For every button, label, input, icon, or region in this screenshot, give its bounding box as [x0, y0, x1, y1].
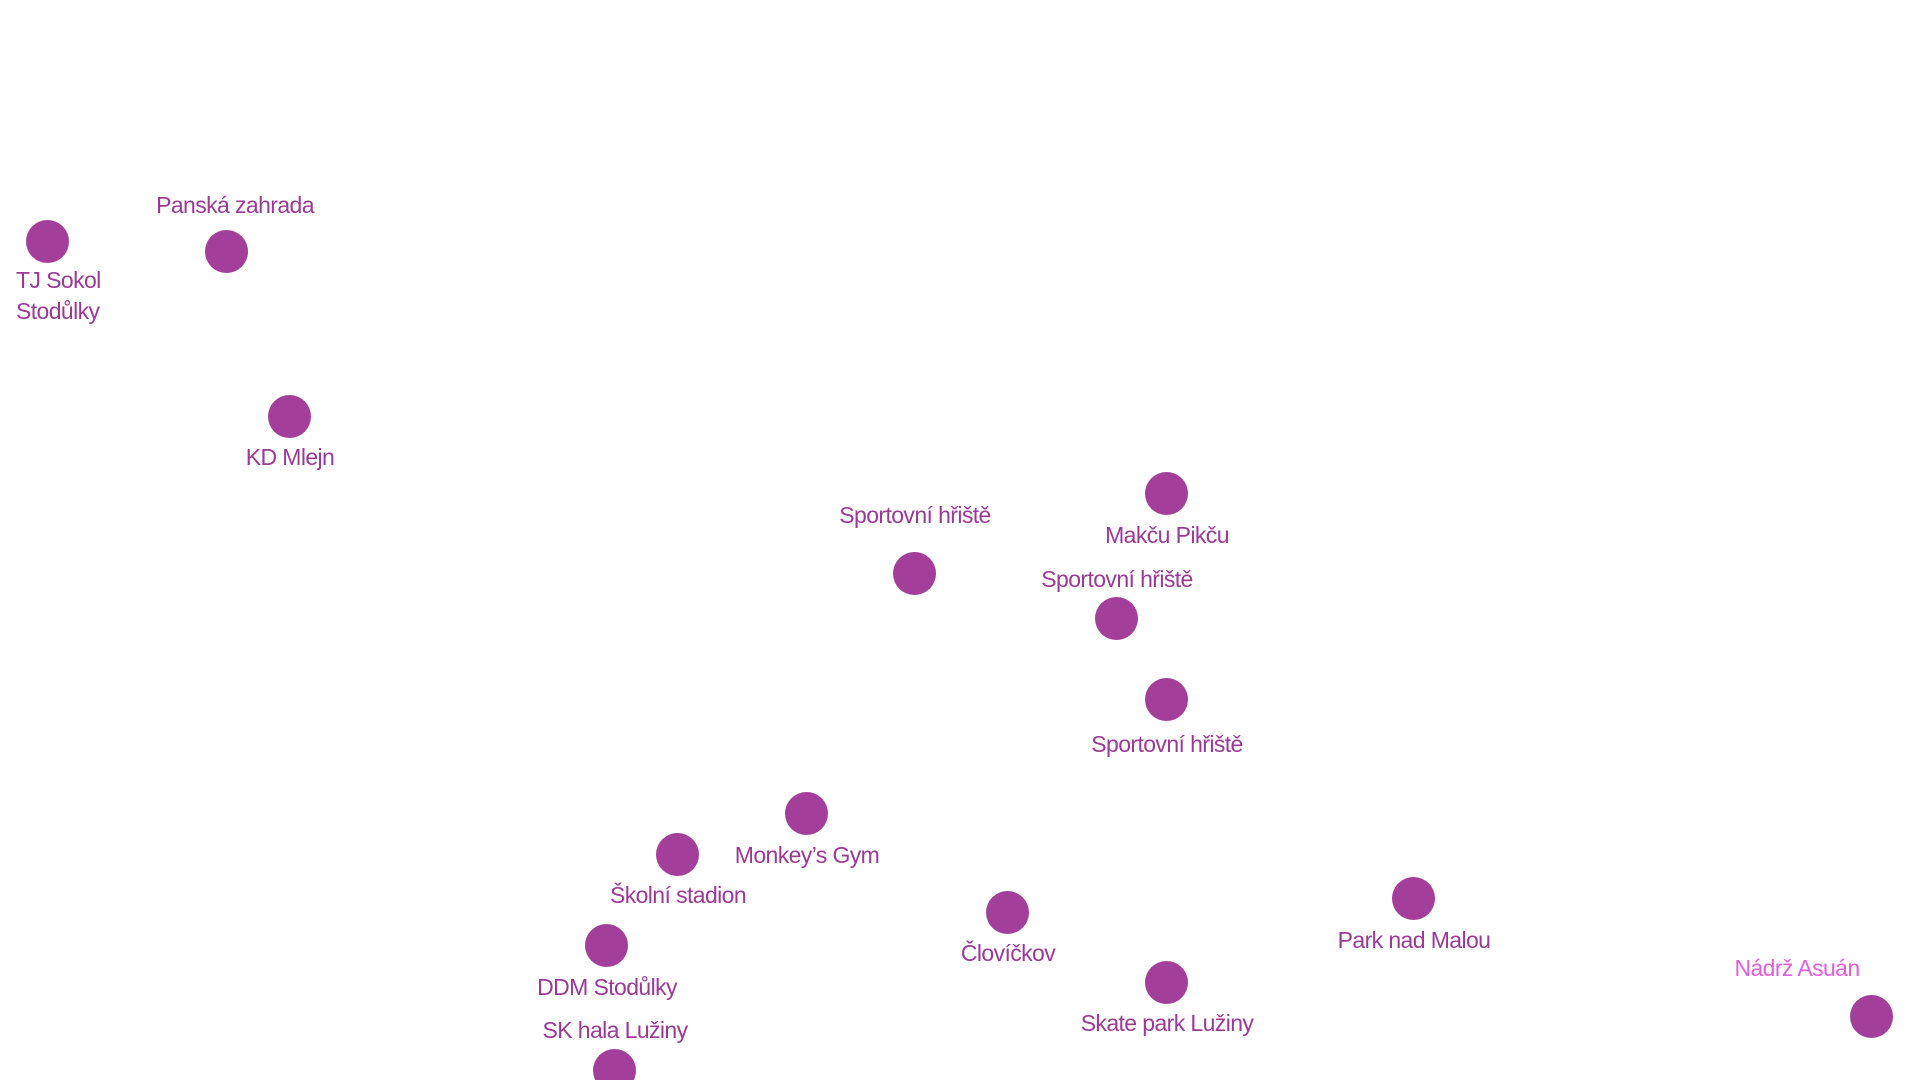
place-label: Nádrž Asuán: [1734, 955, 1860, 981]
place-label: TJ Sokol Stodůlky: [16, 267, 101, 324]
place-label: Monkey’s Gym: [734, 842, 880, 868]
place-label: Park nad Malou: [1337, 927, 1491, 953]
place-marker-icon[interactable]: [1145, 472, 1188, 515]
place-label: Sportovní hřiště: [839, 502, 991, 528]
place-marker-icon[interactable]: [785, 792, 828, 835]
place-label: SK hala Lužiny: [542, 1017, 688, 1043]
place-marker-icon[interactable]: [1392, 877, 1435, 920]
place-marker-icon[interactable]: [26, 220, 69, 263]
place-marker-icon[interactable]: [593, 1049, 636, 1080]
place-marker-icon[interactable]: [893, 552, 936, 595]
place-marker-icon[interactable]: [656, 833, 699, 876]
place-label: Sportovní hřiště: [1091, 731, 1243, 757]
place-label: Človíčkov: [960, 940, 1056, 966]
place-label: Makču Pikču: [1105, 522, 1229, 548]
place-label: Panská zahrada: [156, 192, 314, 218]
place-marker-icon[interactable]: [268, 395, 311, 438]
place-label: KD Mlejn: [245, 444, 335, 470]
place-label: Skate park Lužiny: [1080, 1010, 1254, 1036]
place-marker-icon[interactable]: [986, 891, 1029, 934]
place-marker-icon[interactable]: [1145, 961, 1188, 1004]
place-marker-icon[interactable]: [585, 924, 628, 967]
place-marker-icon[interactable]: [205, 230, 248, 273]
place-marker-icon[interactable]: [1145, 678, 1188, 721]
place-marker-icon[interactable]: [1850, 995, 1893, 1038]
place-marker-icon[interactable]: [1095, 597, 1138, 640]
place-label: Sportovní hřiště: [1041, 566, 1193, 592]
place-label: Školní stadion: [609, 882, 747, 908]
place-label: DDM Stodůlky: [537, 974, 677, 1000]
